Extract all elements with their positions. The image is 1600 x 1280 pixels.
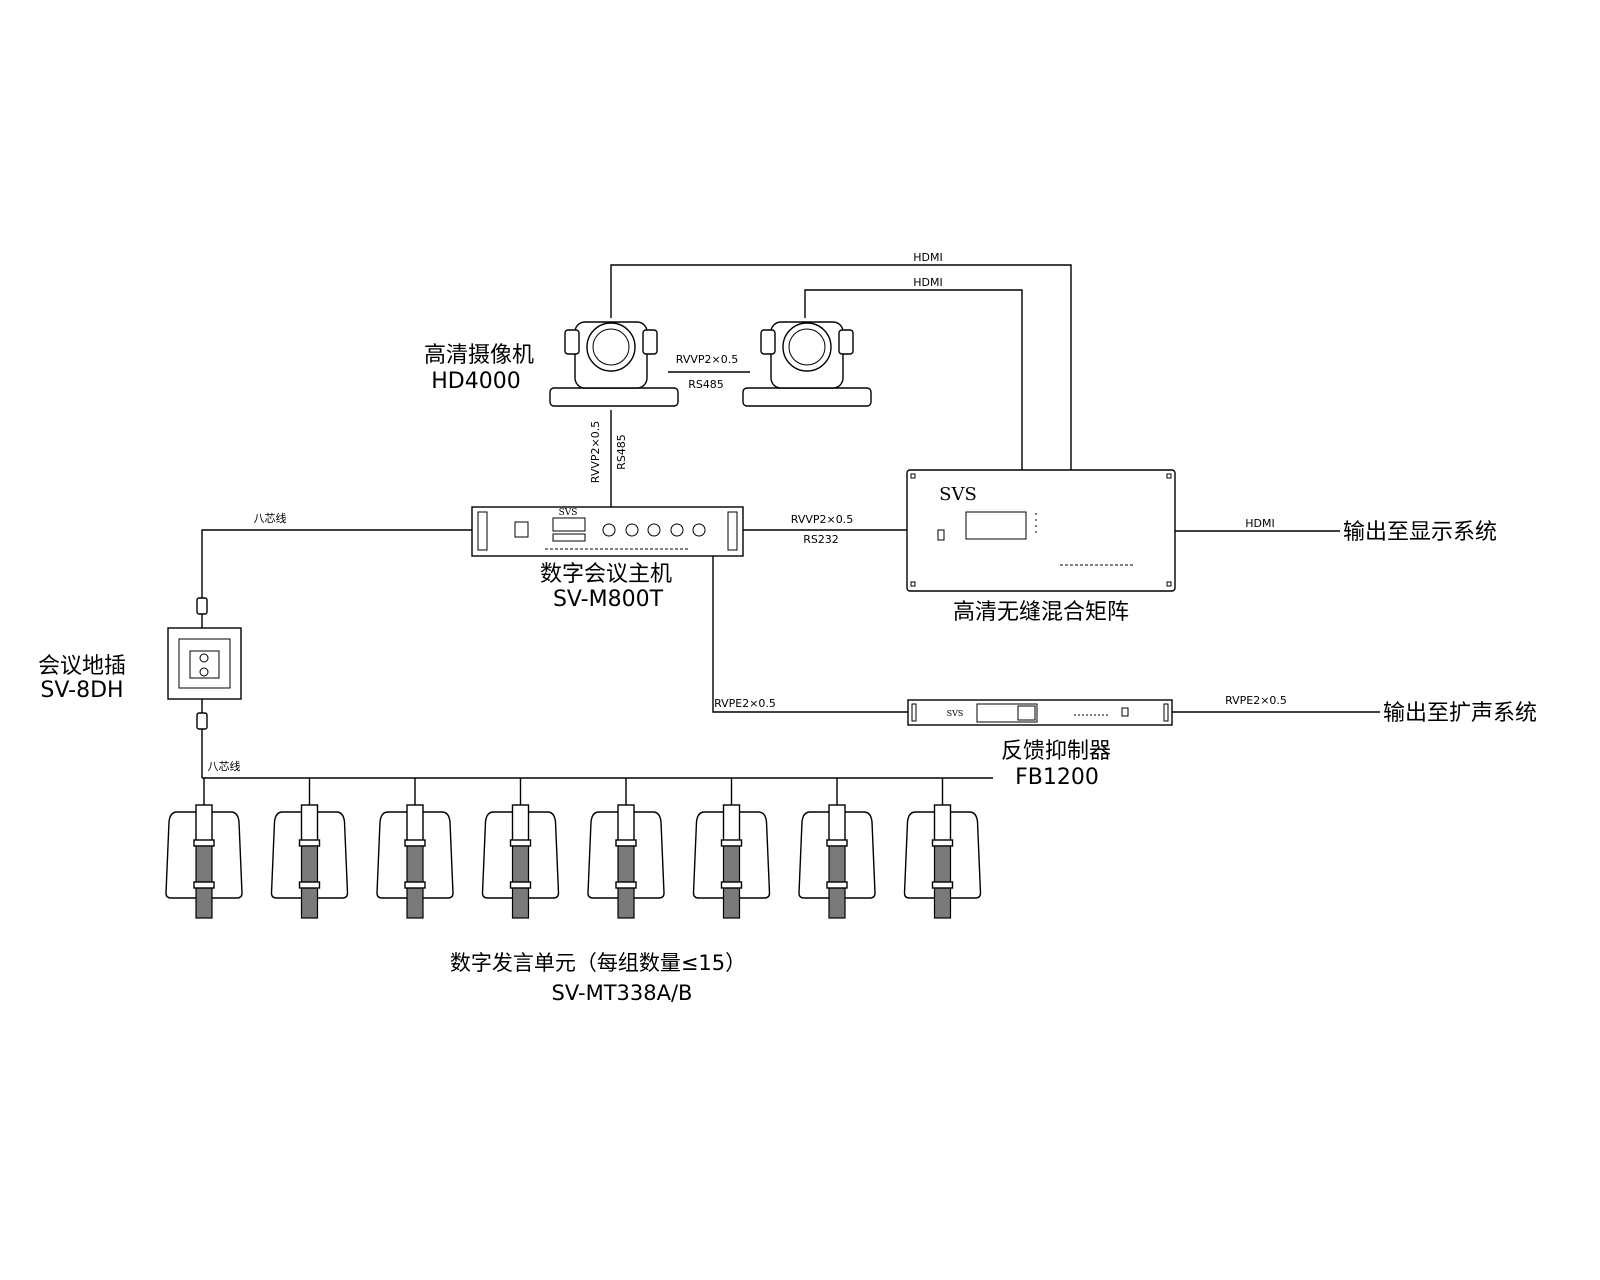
camera-link-proto-label: RS485 [688, 378, 724, 391]
hdmi-mid-label: HDMI [913, 276, 942, 289]
camera-right [742, 321, 872, 407]
floor-socket-name: 会议地插 [38, 654, 126, 679]
ferrite-bead-bottom [196, 712, 208, 730]
units-name: 数字发言单元（每组数量≤15） [450, 951, 746, 975]
hdmi-out-label: HDMI [1245, 517, 1274, 530]
speaker-unit [376, 778, 454, 919]
matrix-name: 高清无缝混合矩阵 [953, 600, 1129, 625]
floor-socket [167, 627, 242, 700]
feedback-brand: SVS [947, 709, 964, 718]
ferrite-bead-top [196, 597, 208, 615]
feedback-model: FB1200 [1015, 765, 1099, 790]
eight-core-top-label: 八芯线 [254, 511, 287, 525]
feedback-suppressor: SVS [907, 699, 1173, 726]
host-matrix-type-label: RVVP2×0.5 [791, 513, 853, 526]
camera-link-type-label: RVVP2×0.5 [676, 353, 738, 366]
speaker-unit [270, 778, 349, 919]
speaker-unit [692, 778, 771, 919]
feedback-out-label: RVPE2×0.5 [1225, 694, 1287, 707]
speaker-units [165, 778, 982, 919]
output-sound-label: 输出至扩声系统 [1383, 701, 1537, 726]
host-matrix-proto-label: RS232 [803, 533, 839, 546]
hdmi-cable-top [610, 264, 1072, 470]
camera-left [549, 321, 679, 407]
hdmi-top-label: HDMI [913, 251, 942, 264]
eight-core-cable-top [201, 529, 472, 628]
eight-core-bottom-label: 八芯线 [208, 759, 241, 773]
host-brand: SVS [559, 508, 578, 518]
speaker-unit [798, 778, 876, 919]
hdmi-cable-mid [804, 289, 1023, 470]
host-camera-type-label: RVVP2×0.5 [589, 421, 602, 483]
speaker-unit [903, 778, 982, 919]
speaker-unit [587, 778, 665, 919]
matrix-brand: SVS [939, 484, 977, 505]
camera-model: HD4000 [431, 369, 520, 394]
cable-labels: HDMI HDMI RVVP2×0.5 RS485 RVVP2×0.5 RS48… [208, 251, 1287, 773]
camera-name: 高清摄像机 [424, 343, 534, 368]
host-feedback-label: RVPE2×0.5 [714, 697, 776, 710]
speaker-unit [165, 778, 243, 919]
captions: 高清摄像机 HD4000 数字会议主机 SV-M800T 高清无缝混合矩阵 会议… [38, 343, 1537, 1005]
host-feedback-cable [712, 556, 908, 713]
feedback-name: 反馈抑制器 [1001, 739, 1111, 764]
speaker-unit [481, 778, 560, 919]
output-display-label: 输出至显示系统 [1343, 520, 1497, 545]
floor-socket-model: SV-8DH [40, 678, 123, 703]
host-model: SV-M800T [553, 587, 664, 612]
host-name: 数字会议主机 [540, 562, 672, 587]
hd-matrix: SVS [906, 469, 1176, 592]
conference-host: SVS [471, 506, 744, 557]
wires [196, 264, 1380, 779]
host-camera-proto-label: RS485 [615, 434, 628, 470]
units-model: SV-MT338A/B [552, 981, 693, 1005]
